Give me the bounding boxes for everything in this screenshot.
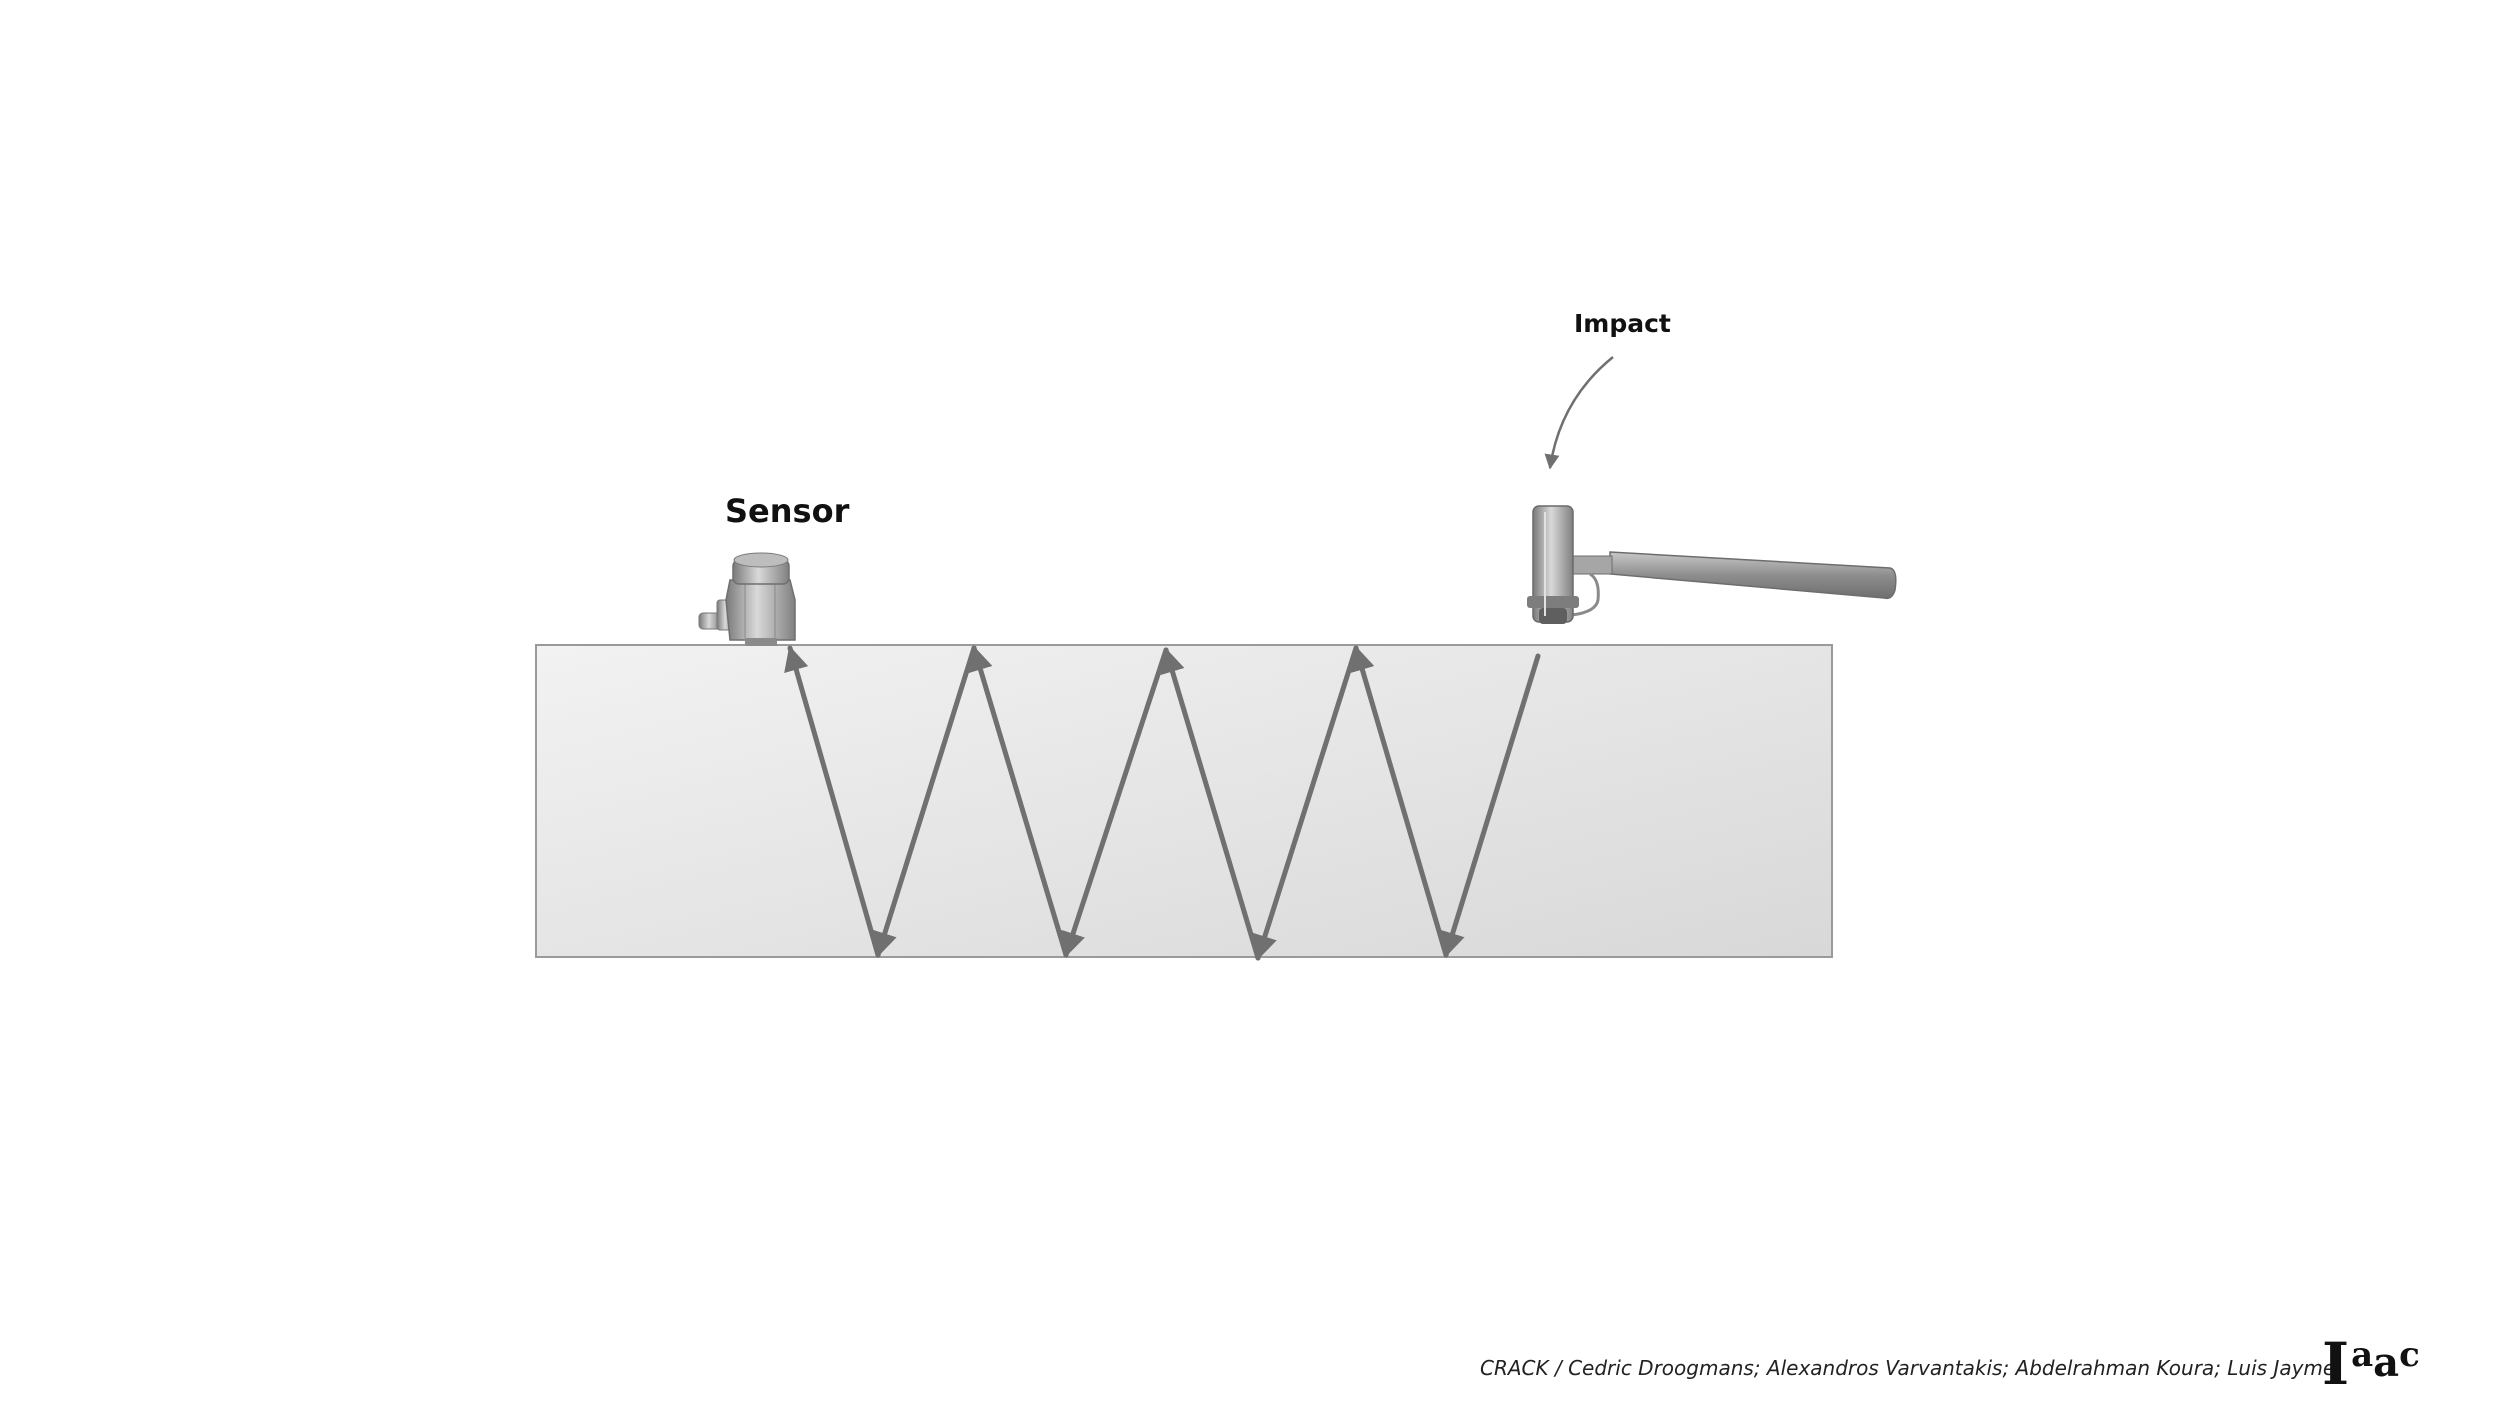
wave-segment xyxy=(1160,647,1261,961)
wave-segment xyxy=(1350,645,1449,958)
wave-segment xyxy=(1440,653,1541,958)
hammer-icon xyxy=(1527,505,1897,624)
iaac-logo: Iaac xyxy=(2322,1330,2420,1398)
wave-segment xyxy=(968,645,1069,958)
wave-segment xyxy=(872,645,977,958)
sensor-icon xyxy=(698,552,796,646)
credit-line: CRACK / Cedric Droogmans; Alexandros Var… xyxy=(1480,1356,2336,1380)
wave-segment xyxy=(1252,645,1359,961)
wave-segment xyxy=(1061,647,1169,958)
wave-segment xyxy=(784,645,881,958)
concrete-slab xyxy=(535,644,1833,958)
wave-path xyxy=(784,645,1541,961)
sensor-label: Sensor xyxy=(725,492,850,530)
impact-label: Impact xyxy=(1574,309,1671,338)
impact-arrow xyxy=(1544,356,1614,470)
